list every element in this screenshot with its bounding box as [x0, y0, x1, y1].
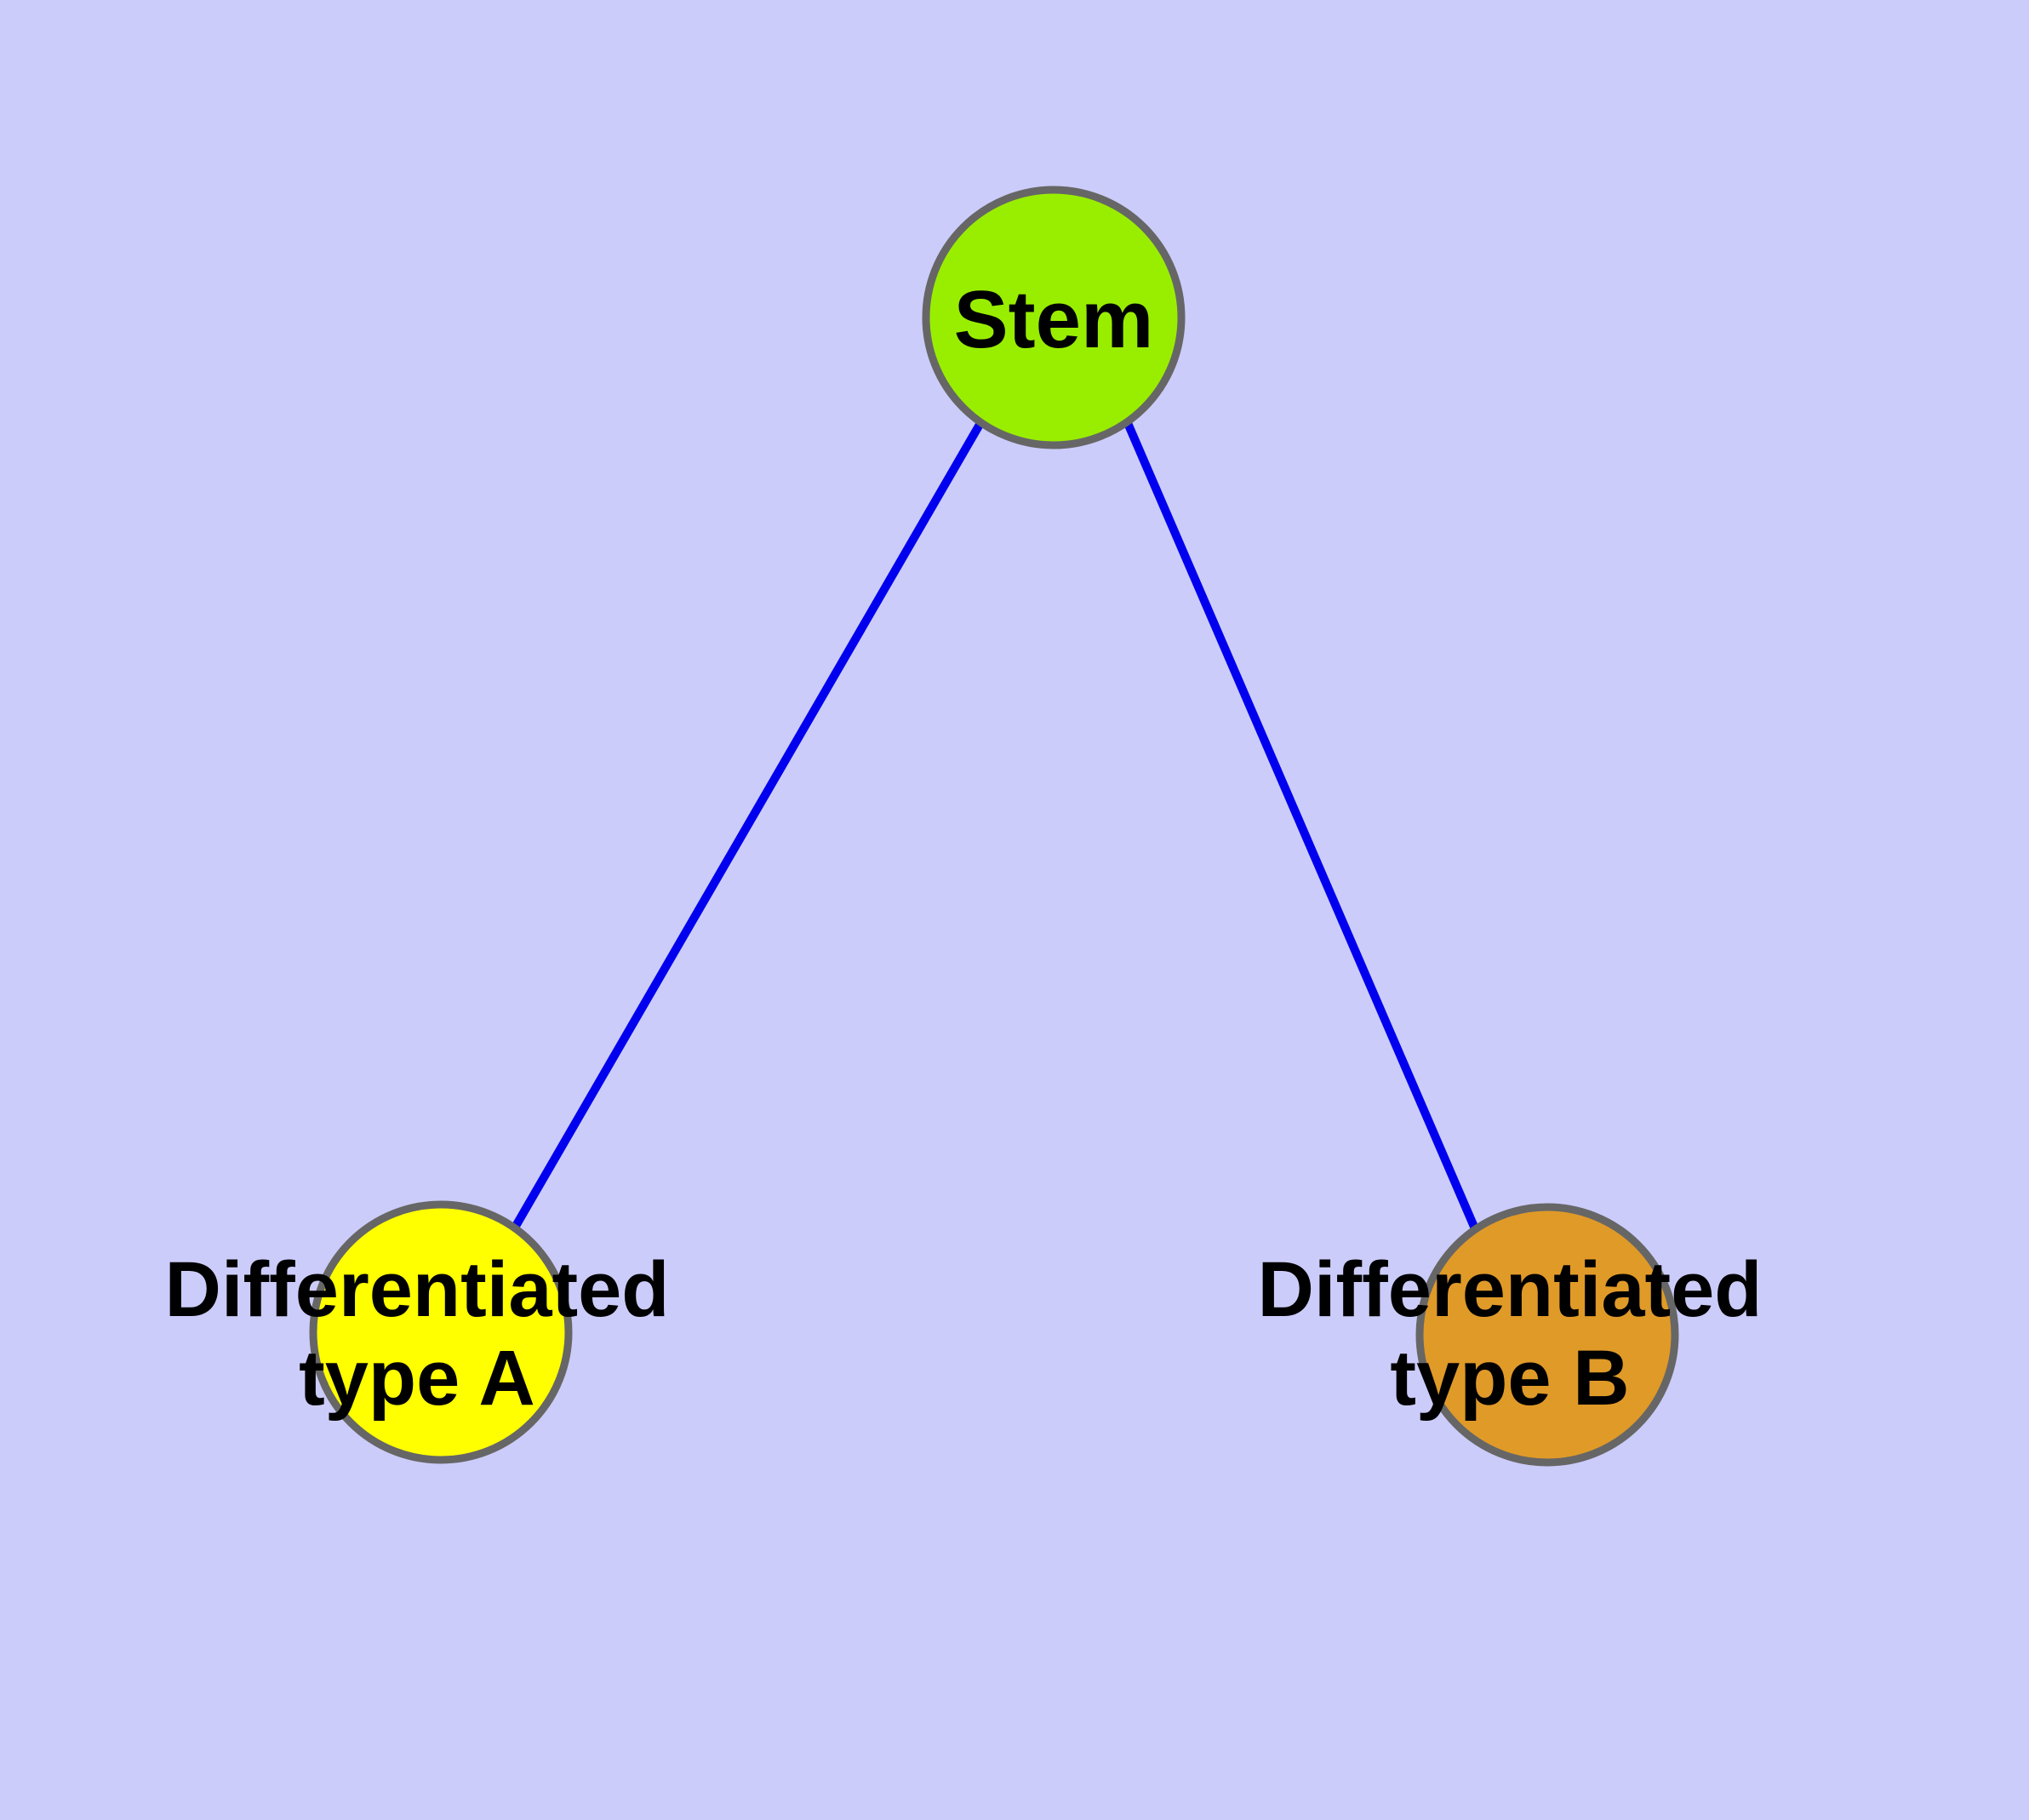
node-shape-layer: [309, 186, 1679, 1467]
node-label-differentiated-type-a-line2: type A: [299, 1335, 535, 1422]
edge-layer: [511, 421, 1478, 1230]
node-label-layer: Stem Differentiated type A Differentiate…: [165, 274, 1763, 1422]
edge-stem-to-differentiated-type-a[interactable]: [511, 421, 985, 1230]
node-label-differentiated-type-b-line1: Differentiated: [1258, 1246, 1763, 1333]
edge-stem-to-differentiated-type-b[interactable]: [1123, 421, 1478, 1228]
node-label-differentiated-type-a-line1: Differentiated: [165, 1246, 670, 1333]
node-label-differentiated-type-b-line2: type B: [1390, 1335, 1629, 1422]
node-label-stem: Stem: [954, 274, 1154, 365]
node-circle-stem[interactable]: [922, 186, 1186, 449]
node-circle-differentiated-type-a[interactable]: [309, 1200, 573, 1464]
node-circle-differentiated-type-b[interactable]: [1415, 1203, 1679, 1467]
